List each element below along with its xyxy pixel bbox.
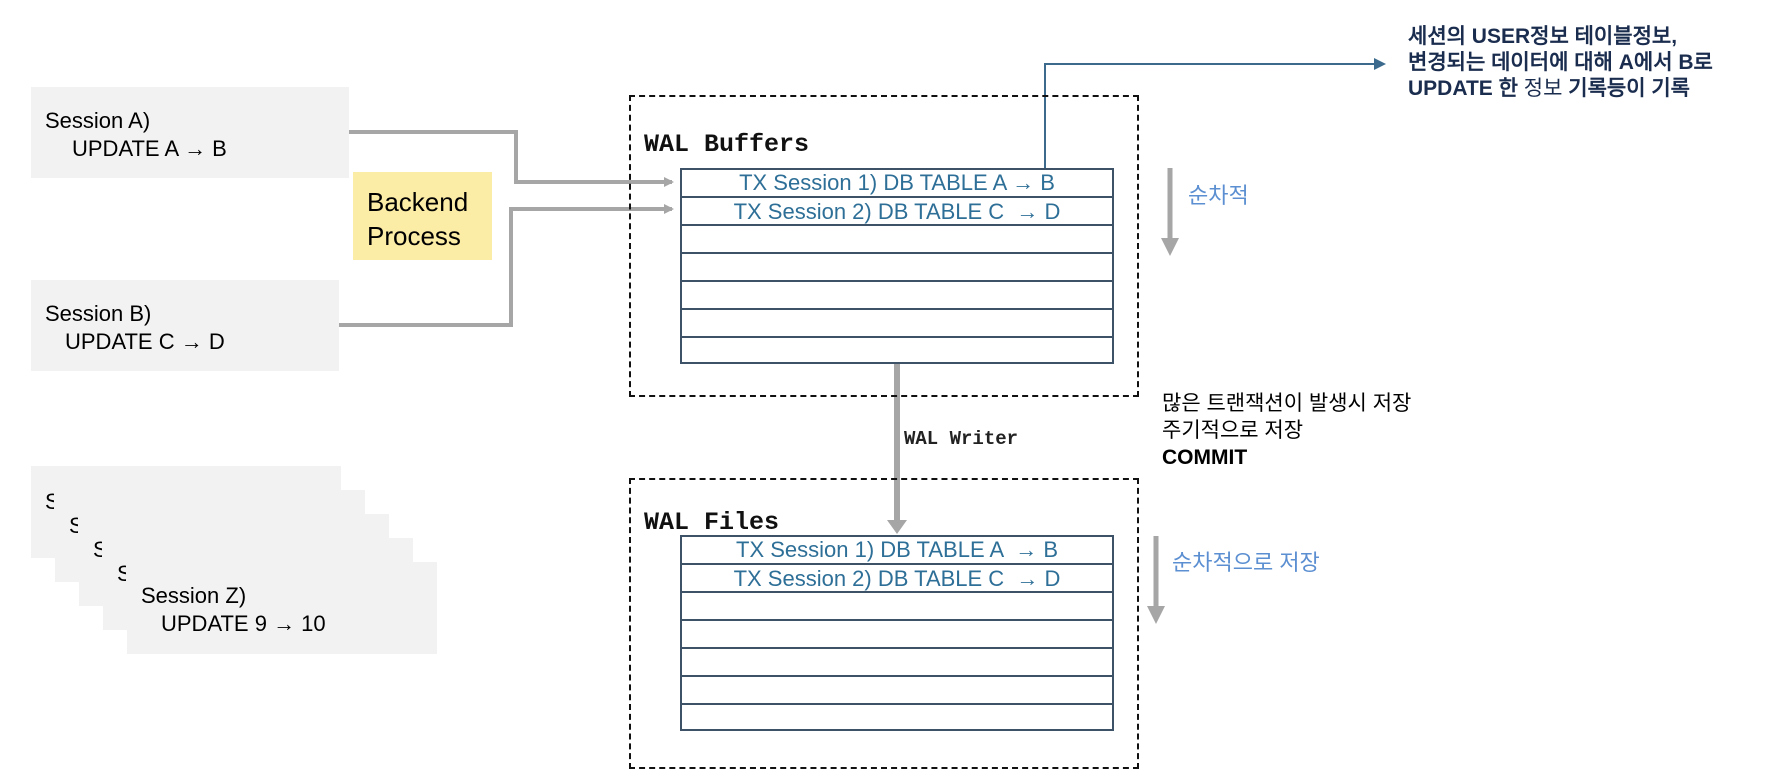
session-a-card: Session A) UPDATE A → B [31, 87, 349, 178]
callout-line3: UPDATE 한 정보 기록등이 기록 [1408, 76, 1713, 102]
wal-buffers-title: WAL Buffers [644, 130, 810, 159]
flush-note-line1: 많은 트랜잭션이 발생시 저장 [1162, 392, 1412, 415]
sequential-arrowhead [1161, 238, 1179, 256]
wal-file-row [682, 647, 1112, 675]
backend-label-line2: Process [367, 221, 461, 251]
session-b-action: UPDATE C → D [65, 329, 225, 354]
wal-writer-label: WAL Writer [904, 428, 1019, 450]
sequential-note: 순차적 [1188, 183, 1249, 208]
session-z-title: Session Z) [141, 583, 247, 608]
wal-files-table: TX Session 1) DB TABLE A → B TX Session … [680, 535, 1114, 731]
wal-buffer-row [682, 336, 1112, 364]
session-stack-peek: S [93, 537, 102, 562]
wal-writer-arrowhead [887, 520, 907, 534]
session-b-title: Session B) [45, 301, 152, 326]
wal-file-row [682, 703, 1112, 731]
flush-note-commit: COMMIT [1162, 446, 1248, 469]
wal-file-row [682, 675, 1112, 703]
wal-file-row: TX Session 1) DB TABLE A → B [736, 537, 1058, 562]
wal-buffer-row [682, 224, 1112, 252]
wal-buffers-container [629, 95, 1139, 397]
wal-file-row [682, 619, 1112, 647]
sequential-save-note: 순차적으로 저장 [1172, 550, 1320, 575]
flush-condition-note: 많은 트랜잭션이 발생시 저장 주기적으로 저장 COMMIT [1162, 390, 1411, 471]
callout-note: 세션의 USER정보 테이블정보, 변경되는 데이터에 대해 A에서 B로 UP… [1408, 24, 1713, 102]
wal-buffer-row [682, 308, 1112, 336]
wal-buffer-row [682, 280, 1112, 308]
session-stack-peek: S [69, 513, 78, 538]
session-a-connector [349, 130, 674, 187]
wal-buffer-row: TX Session 1) DB TABLE A → B [739, 170, 1055, 195]
callout-line3-normal: 정보 [1517, 77, 1569, 100]
session-z-card: Session Z) UPDATE 9 → 10 [127, 562, 437, 654]
session-b-connector [339, 204, 674, 327]
backend-process-box: Backend Process [353, 172, 492, 260]
wal-file-row [682, 591, 1112, 619]
session-a-action: UPDATE A → B [72, 136, 227, 161]
wal-files-title: WAL Files [644, 508, 780, 537]
sequential-save-arrowhead [1147, 606, 1165, 624]
flush-note-line2: 주기적으로 저장 [1162, 419, 1304, 442]
wal-file-row: TX Session 2) DB TABLE C → D [682, 563, 1112, 591]
wal-buffer-row: TX Session 2) DB TABLE C → D [682, 196, 1112, 224]
session-stack-peek: S [117, 561, 126, 586]
callout-line2: 변경되는 데이터에 대해 A에서 B로 [1408, 51, 1713, 74]
wal-files-container [629, 478, 1139, 769]
session-stack-peek: S [45, 489, 54, 514]
session-a-title: Session A) [45, 108, 151, 133]
backend-label-line1: Backend [367, 187, 469, 217]
callout-line3-a: UPDATE 한 [1408, 77, 1518, 100]
callout-connector [1044, 58, 1386, 168]
callout-line1: 세션의 USER정보 테이블정보, [1408, 25, 1678, 48]
session-z-action: UPDATE 9 → 10 [161, 611, 326, 636]
callout-line3-b: 기록등이 기록 [1568, 77, 1691, 100]
session-b-card: Session B) UPDATE C → D [31, 280, 339, 371]
wal-buffer-row [682, 252, 1112, 280]
wal-buffers-table: TX Session 1) DB TABLE A → B TX Session … [680, 168, 1114, 364]
